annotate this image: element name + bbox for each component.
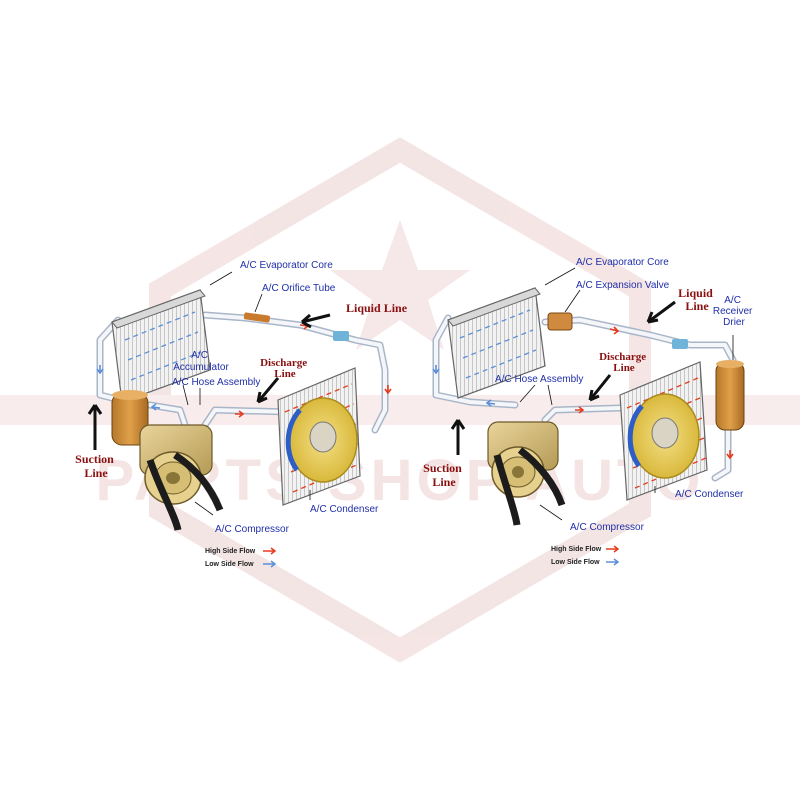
left-compressor-label: A/C Compressor [215, 524, 290, 535]
left-evaporator-core [111, 289, 211, 403]
right-liquid-line-label: Liquid Line [678, 286, 716, 313]
right-compressor [487, 421, 566, 526]
right-legend: High Side Flow Low Side Flow [551, 545, 620, 566]
right-compressor-label: A/C Compressor [570, 522, 645, 533]
right-liquid-fitting [672, 339, 688, 349]
right-legend-low-label: Low Side Flow [551, 559, 600, 566]
right-discharge-line-label: Discharge Line [599, 351, 649, 374]
left-liquid-line-label: Liquid Line [346, 301, 408, 315]
left-legend: High Side Flow Low Side Flow [205, 547, 277, 568]
left-orifice-tube [243, 312, 271, 323]
right-suction-line-label: Suction Line [423, 461, 465, 489]
left-discharge-line-label: Discharge Line [260, 357, 310, 380]
left-hose-label: A/C Hose Assembly [172, 377, 260, 388]
right-legend-high-label: High Side Flow [551, 546, 602, 553]
right-condenser-label: A/C Condenser [675, 489, 744, 500]
left-leader-lines [182, 271, 311, 516]
left-legend-low-arrow [263, 560, 277, 568]
right-pointer-arrows [450, 300, 676, 455]
right-expansion-valve [547, 312, 573, 331]
right-leader-lines [519, 267, 734, 521]
right-hose-label: A/C Hose Assembly [495, 374, 583, 385]
left-pointer-arrows [87, 313, 331, 450]
left-legend-high-arrow [263, 547, 277, 555]
left-pipes [96, 311, 389, 434]
right-diagram: A/C Evaporator Core A/C Expansion Valve … [423, 257, 755, 566]
left-condenser-label: A/C Condenser [310, 504, 379, 515]
right-evaporator-label: A/C Evaporator Core [576, 257, 669, 268]
left-legend-low-label: Low Side Flow [205, 561, 254, 568]
left-suction-line-label: Suction Line [75, 452, 117, 480]
left-orifice-label: A/C Orifice Tube [262, 283, 336, 294]
left-liquid-fitting [333, 331, 349, 341]
right-flow-arrows [432, 326, 734, 460]
right-legend-high-arrow [606, 545, 620, 553]
left-diagram: A/C Evaporator Core A/C Orifice Tube Liq… [75, 260, 408, 568]
left-condenser [277, 367, 361, 506]
left-accumulator-label: A/C Accumulator [173, 350, 229, 373]
left-accumulator [111, 390, 149, 446]
right-pipes [432, 314, 737, 482]
right-receiver-drier [715, 360, 745, 431]
left-legend-high-label: High Side Flow [205, 548, 256, 555]
right-legend-low-arrow [606, 558, 620, 566]
right-condenser [619, 361, 708, 501]
right-receiver-drier-label: A/C Receiver Drier [713, 295, 755, 328]
left-evaporator-label: A/C Evaporator Core [240, 260, 333, 271]
right-expansion-label: A/C Expansion Valve [576, 280, 670, 291]
left-compressor [139, 424, 224, 531]
right-evaporator-core [447, 287, 546, 399]
